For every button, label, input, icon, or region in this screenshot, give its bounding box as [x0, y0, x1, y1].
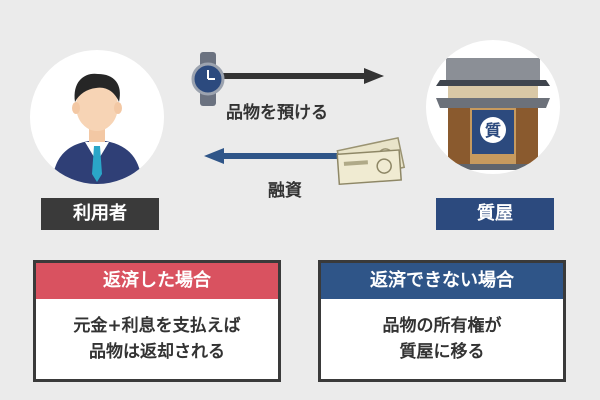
person-icon — [52, 73, 142, 184]
repaid-card-title: 返済した場合 — [36, 263, 278, 299]
not-repaid-card-body: 品物の所有権が 質屋に移る — [321, 299, 563, 365]
repaid-line-1: 元金+利息を支払えば — [73, 316, 241, 336]
user-label: 利用者 — [41, 198, 159, 230]
repaid-card-body: 元金+利息を支払えば 品物は返却される — [36, 299, 278, 365]
repaid-card: 返済した場合 元金+利息を支払えば 品物は返却される — [33, 260, 281, 382]
deposit-arrow — [214, 68, 384, 84]
not-repaid-line-2: 質屋に移る — [399, 342, 485, 362]
pawnshop-circle: 質 — [426, 40, 560, 174]
repaid-line-2: 品物は返却される — [89, 342, 225, 362]
not-repaid-card: 返済できない場合 品物の所有権が 質屋に移る — [318, 260, 566, 382]
pawnshop-building-icon: 質 — [436, 58, 550, 170]
wristwatch-icon — [191, 52, 225, 106]
user-avatar-circle — [30, 50, 164, 184]
shop-sign-text: 質 — [485, 121, 501, 140]
banknotes-icon — [336, 137, 406, 186]
pawnshop-label: 質屋 — [436, 198, 554, 230]
not-repaid-card-title: 返済できない場合 — [321, 263, 563, 299]
loan-label: 融資 — [268, 181, 302, 201]
loan-arrow — [204, 148, 344, 164]
deposit-label: 品物を預ける — [226, 103, 328, 123]
not-repaid-line-1: 品物の所有権が — [382, 316, 502, 336]
